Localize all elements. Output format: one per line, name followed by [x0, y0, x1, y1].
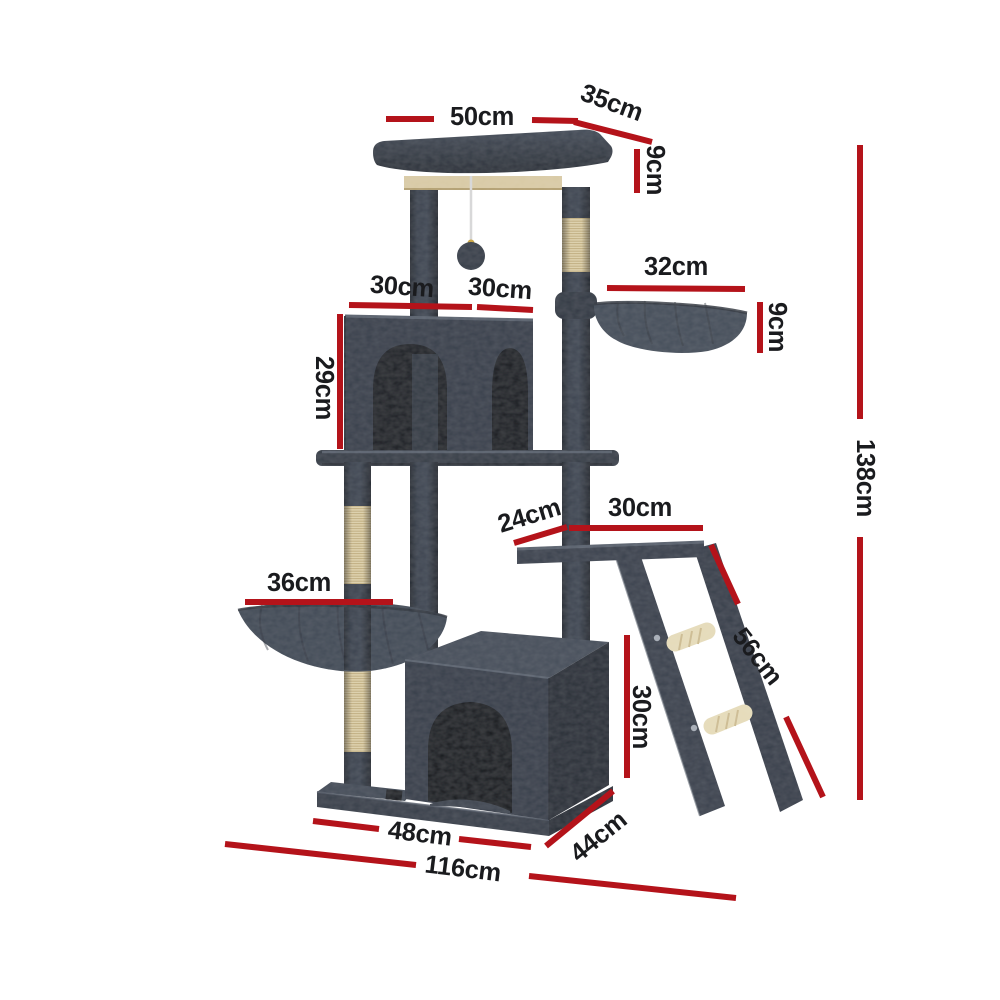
dim-label: 30cm [467, 273, 533, 305]
dim-line [528, 873, 737, 901]
dim-label: 9cm [763, 302, 791, 352]
ramp-left-rail [616, 551, 725, 816]
hanging-ball [457, 242, 485, 270]
dim-label: 138cm [851, 439, 879, 517]
label-tag [385, 789, 403, 801]
screw-1 [653, 634, 661, 642]
top-perch [373, 129, 613, 174]
dimension-annotations: 50cm 35cm 9cm 32cm 9cm 30cm 30cm 29cm [224, 79, 879, 901]
cat-tree-illustration [237, 129, 803, 836]
dim-label: 30cm [608, 494, 672, 522]
dim-mid-platform-width: 30cm [569, 494, 703, 531]
dim-line [348, 302, 473, 310]
ramp-right-rail [694, 543, 803, 812]
dim-top-perch-thickness: 9cm [634, 145, 669, 195]
dim-label: 30cm [369, 271, 435, 303]
dim-label: 32cm [644, 253, 708, 281]
dim-lower-condo-height: 30cm [624, 635, 655, 778]
right-hammock-ring [555, 292, 597, 319]
bottom-condo-right [549, 642, 609, 820]
dim-total-height: 138cm [851, 145, 879, 800]
top-perch-board [404, 176, 562, 189]
dim-right-hammock-depth: 9cm [757, 302, 791, 353]
dim-line [312, 818, 380, 832]
post-upper-left [410, 187, 438, 318]
screw-2 [690, 724, 698, 732]
left-hammock-post-wrap [344, 586, 371, 670]
dim-label: 29cm [310, 356, 338, 420]
post-upper-right [562, 187, 590, 218]
dim-line [708, 543, 741, 606]
dim-label: 30cm [627, 685, 655, 749]
dim-condo-depth: 30cm [467, 273, 534, 313]
dim-line [224, 841, 417, 868]
dim-line [544, 788, 615, 849]
dim-label: 50cm [450, 103, 514, 131]
dim-line [783, 715, 826, 799]
base-front [317, 792, 549, 836]
dim-right-hammock-width: 32cm [606, 253, 746, 292]
dim-label: 36cm [267, 569, 331, 597]
dim-condo-width: 30cm [348, 271, 473, 310]
dim-line [513, 524, 568, 546]
dim-line [458, 836, 532, 850]
right-hammock [593, 302, 747, 353]
mid-platform [316, 450, 619, 466]
base-right [549, 786, 613, 836]
post-lower-left [344, 462, 371, 508]
dim-top-perch-width: 50cm [386, 103, 579, 131]
dim-line [531, 117, 579, 124]
dim-line [476, 304, 534, 313]
dim-condo-height: 29cm [310, 314, 343, 449]
dim-line [573, 119, 653, 145]
dim-left-hammock-width: 36cm [245, 569, 393, 605]
left-hammock [238, 601, 447, 672]
bottom-condo-door [428, 702, 512, 813]
mid-condo-right-door [492, 348, 528, 452]
dim-label: 9cm [641, 145, 669, 195]
dim-line [606, 285, 746, 292]
